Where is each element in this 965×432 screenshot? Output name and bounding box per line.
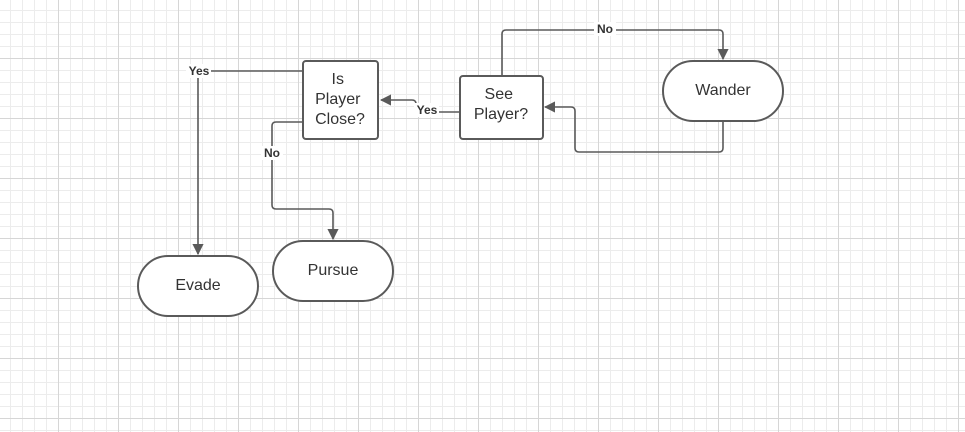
svg-text:No: No [597, 22, 613, 36]
node-see-player[interactable]: See Player? [459, 75, 544, 140]
node-pursue[interactable]: Pursue [272, 240, 394, 302]
node-evade[interactable]: Evade [137, 255, 259, 317]
edge-label-see-no: No [594, 22, 616, 36]
node-is-player-close-label: Is Player Close? [315, 71, 365, 128]
edge-label-see-yes: Yes [414, 103, 439, 117]
edge-label-close-no: No [261, 146, 283, 160]
node-wander[interactable]: Wander [662, 60, 784, 122]
edge-is-player-close-yes-to-evade [192, 70, 303, 256]
node-see-player-label: See Player? [474, 86, 528, 123]
svg-text:No: No [264, 146, 280, 160]
node-wander-label: Wander [695, 82, 751, 99]
edge-wander-to-see-player [543, 101, 724, 153]
edge-is-player-close-no-to-pursue [271, 121, 339, 241]
node-pursue-label: Pursue [308, 262, 359, 279]
svg-text:Yes: Yes [417, 103, 438, 117]
node-is-player-close[interactable]: Is Player Close? [302, 60, 379, 140]
edge-label-close-yes: Yes [186, 64, 211, 78]
svg-text:Yes: Yes [189, 64, 210, 78]
node-evade-label: Evade [175, 277, 220, 294]
